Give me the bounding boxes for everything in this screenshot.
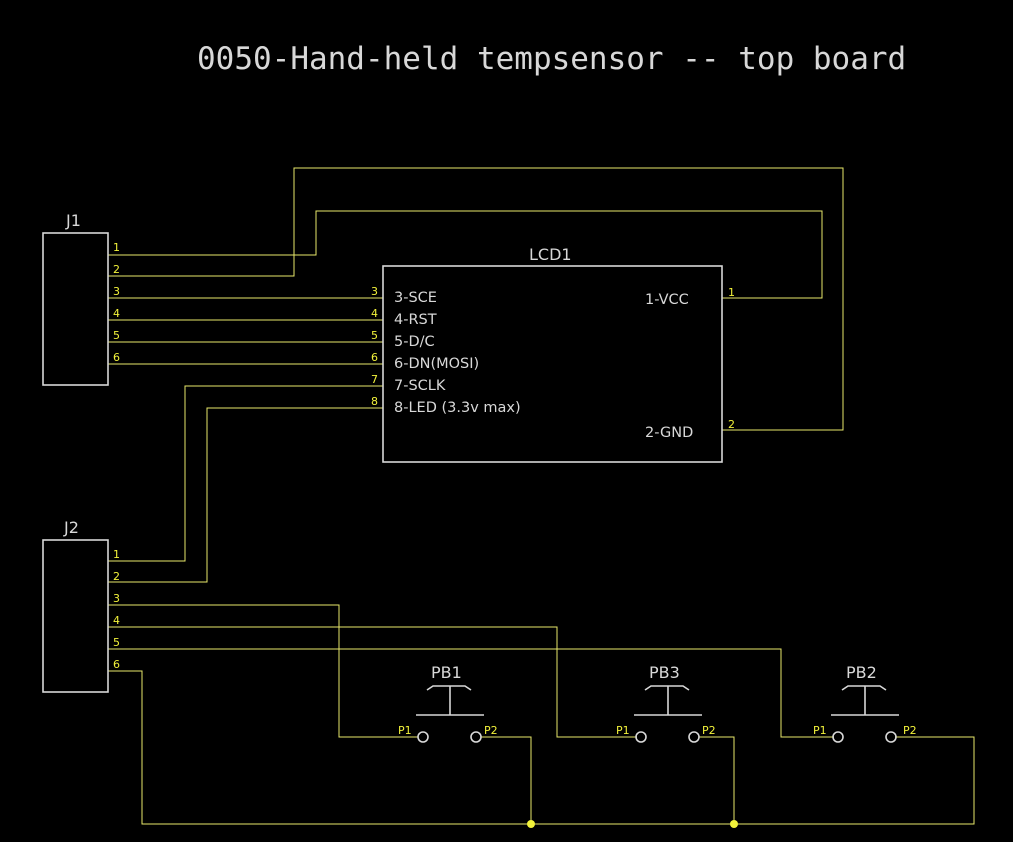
- lcd1-pin-number: 8: [371, 395, 378, 408]
- pb1-p1-label: P1: [398, 724, 412, 737]
- lcd1-pin-number: 7: [371, 373, 378, 386]
- pb2-terminal-p1: [832, 731, 844, 743]
- wire-j1-2-vcc: [108, 167, 844, 431]
- wire-j2-3-pb1: [108, 604, 418, 738]
- j1-pin-number: 1: [113, 241, 120, 254]
- schematic-title: 0050-Hand-held tempsensor -- top board: [197, 41, 906, 77]
- lcd1-pin-number: 1: [728, 286, 735, 299]
- j2-pin-number: 2: [113, 570, 120, 583]
- lcd1-pin-label: 8-LED (3.3v max): [394, 400, 521, 416]
- lcd1-pin-label: 4-RST: [394, 312, 437, 328]
- lcd1-ref: LCD1: [529, 245, 572, 264]
- wire-j2-1-sclk: [108, 385, 383, 562]
- j2-pin-number: 6: [113, 658, 120, 671]
- j2-ref: J2: [63, 518, 79, 537]
- lcd1-pin-label: 5-D/C: [394, 334, 435, 350]
- connector-j2: J2 1 2 3 4 5 6: [42, 518, 120, 693]
- j2-body: [42, 539, 109, 693]
- lcd1-pin-number: 3: [371, 285, 378, 298]
- pb1-terminal-p2: [470, 731, 482, 743]
- wire-pb3-p2: [699, 736, 735, 824]
- lcd1-pin-number: 2: [728, 418, 735, 431]
- junction-dot: [527, 820, 535, 828]
- wires: [108, 167, 975, 825]
- j1-body: [42, 232, 109, 386]
- pb1-ref: PB1: [431, 663, 462, 682]
- wire-j2-4-pb3: [108, 626, 637, 738]
- pushbutton-pb3: PB3 P1 P2: [616, 663, 716, 743]
- pb1-actuator-cap: [426, 685, 472, 691]
- pb3-ref: PB3: [649, 663, 680, 682]
- pb3-actuator-cap: [644, 685, 690, 691]
- j1-ref: J1: [65, 211, 81, 230]
- j2-pin-number: 3: [113, 592, 120, 605]
- wire-pb1-p2: [481, 736, 532, 824]
- pb2-ref: PB2: [846, 663, 877, 682]
- pb2-actuator-cap: [841, 685, 887, 691]
- j2-pin-number: 4: [113, 614, 120, 627]
- wire-j2-5-pb2: [108, 648, 834, 738]
- lcd1-pin-number: 4: [371, 307, 378, 320]
- wire-j1-1-gnd: [108, 210, 823, 299]
- lcd1-component: LCD1 3 4 5 6 7 8 3-SCE 4-RST 5-D/C 6-DN(…: [371, 245, 735, 463]
- junction-dot: [730, 820, 738, 828]
- pushbutton-pb1: PB1 P1 P2: [398, 663, 498, 743]
- lcd1-pin-label: 7-SCLK: [394, 378, 446, 394]
- lcd1-pin-label: 3-SCE: [394, 290, 437, 306]
- lcd1-pin-label: 1-VCC: [645, 292, 689, 308]
- pb1-p2-label: P2: [484, 724, 498, 737]
- pb2-p1-label: P1: [813, 724, 827, 737]
- lcd1-pin-label: 2-GND: [645, 425, 693, 441]
- wire-j2-2-led: [108, 407, 383, 583]
- pb3-p1-label: P1: [616, 724, 630, 737]
- pb3-terminal-p2: [688, 731, 700, 743]
- j1-pin-number: 2: [113, 263, 120, 276]
- j1-pin-number: 5: [113, 329, 120, 342]
- pushbutton-pb2: PB2 P1 P2: [813, 663, 917, 743]
- lcd1-pin-label: 6-DN(MOSI): [394, 356, 479, 372]
- j2-pin-number: 5: [113, 636, 120, 649]
- j1-pin-number: 3: [113, 285, 120, 298]
- lcd1-body: [382, 265, 723, 463]
- lcd1-pin-number: 5: [371, 329, 378, 342]
- wire-j2-6-common: [108, 670, 975, 825]
- pb2-terminal-p2: [885, 731, 897, 743]
- j1-pin-number: 4: [113, 307, 120, 320]
- pb3-p2-label: P2: [702, 724, 716, 737]
- pb3-terminal-p1: [635, 731, 647, 743]
- lcd1-pin-number: 6: [371, 351, 378, 364]
- connector-j1: J1 1 2 3 4 5 6: [42, 211, 120, 386]
- j1-pin-number: 6: [113, 351, 120, 364]
- pb1-terminal-p1: [417, 731, 429, 743]
- j2-pin-number: 1: [113, 548, 120, 561]
- pb2-p2-label: P2: [903, 724, 917, 737]
